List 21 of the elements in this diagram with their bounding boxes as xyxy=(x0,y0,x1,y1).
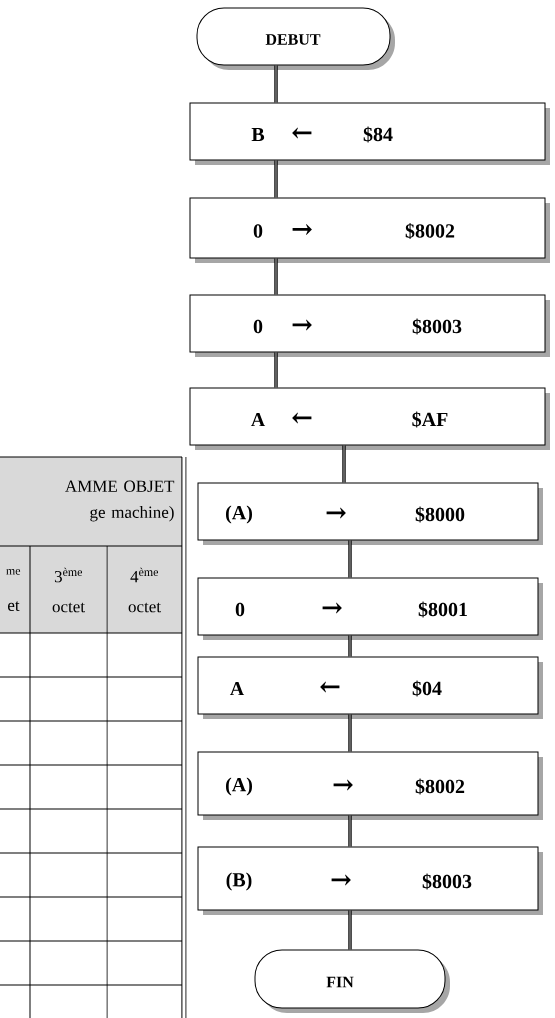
connector-line xyxy=(348,815,352,847)
process-box: (B) → $8003 xyxy=(197,846,543,915)
connector-line xyxy=(348,714,352,752)
process-box: B ← $84 xyxy=(189,102,550,165)
connector-line xyxy=(342,445,346,483)
process-box: 0 → $8003 xyxy=(189,294,550,357)
connector-line xyxy=(274,65,278,103)
process-box: 0 → $8002 xyxy=(189,197,550,263)
connector-line xyxy=(348,910,352,950)
connector-line xyxy=(274,258,278,295)
connector-line xyxy=(348,635,352,657)
connector-line xyxy=(274,160,278,198)
process-box: (A) → $8002 xyxy=(197,751,543,820)
process-box: (A) → $8000 xyxy=(197,482,543,545)
process-box: A ← $AF xyxy=(189,387,550,450)
column-header-cell: me et xyxy=(0,546,30,633)
process-box: A ← $04 xyxy=(197,656,543,719)
connector-line xyxy=(274,352,278,388)
process-box: 0 → $8001 xyxy=(197,577,543,640)
connector-line xyxy=(348,540,352,578)
column-header-cell: 4$^{ème}$ octet xyxy=(107,546,182,633)
